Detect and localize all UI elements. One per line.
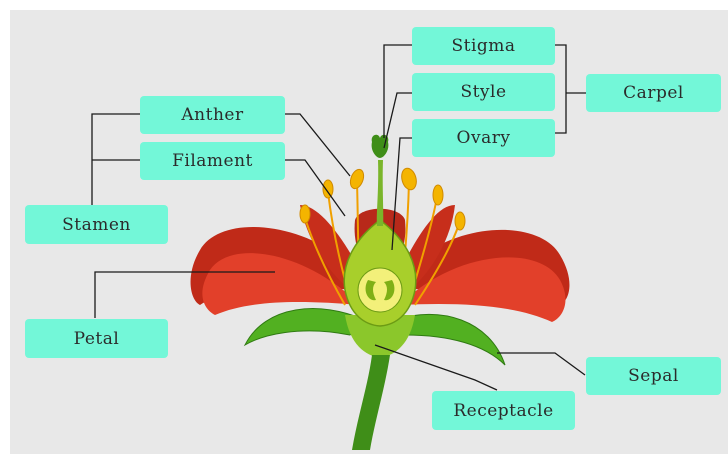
- ovary-chamber: [358, 268, 402, 312]
- label-filament: Filament: [140, 142, 285, 180]
- anther-3: [348, 168, 366, 191]
- line-carpel-bracket: [555, 45, 586, 133]
- label-stamen: Stamen: [25, 205, 168, 244]
- line-stigma: [384, 45, 412, 138]
- anther-4: [399, 167, 418, 192]
- label-ovary: Ovary: [412, 119, 555, 157]
- style-shape: [377, 160, 383, 226]
- line-stamen-bracket: [92, 114, 140, 205]
- label-petal: Petal: [25, 319, 168, 358]
- anther-6: [455, 212, 465, 230]
- stem-shape: [352, 355, 390, 450]
- anther-5: [433, 185, 443, 205]
- label-receptacle: Receptacle: [432, 391, 575, 430]
- line-anther: [285, 114, 350, 176]
- label-stigma: Stigma: [412, 27, 555, 65]
- anther-1: [300, 205, 310, 223]
- label-carpel: Carpel: [586, 74, 721, 112]
- line-sepal: [497, 353, 585, 375]
- label-anther: Anther: [140, 96, 285, 134]
- label-sepal: Sepal: [586, 357, 721, 395]
- label-style: Style: [412, 73, 555, 111]
- sepal-left: [245, 309, 365, 345]
- anther-2: [323, 180, 333, 198]
- line-filament: [285, 160, 345, 216]
- line-receptacle: [375, 345, 497, 390]
